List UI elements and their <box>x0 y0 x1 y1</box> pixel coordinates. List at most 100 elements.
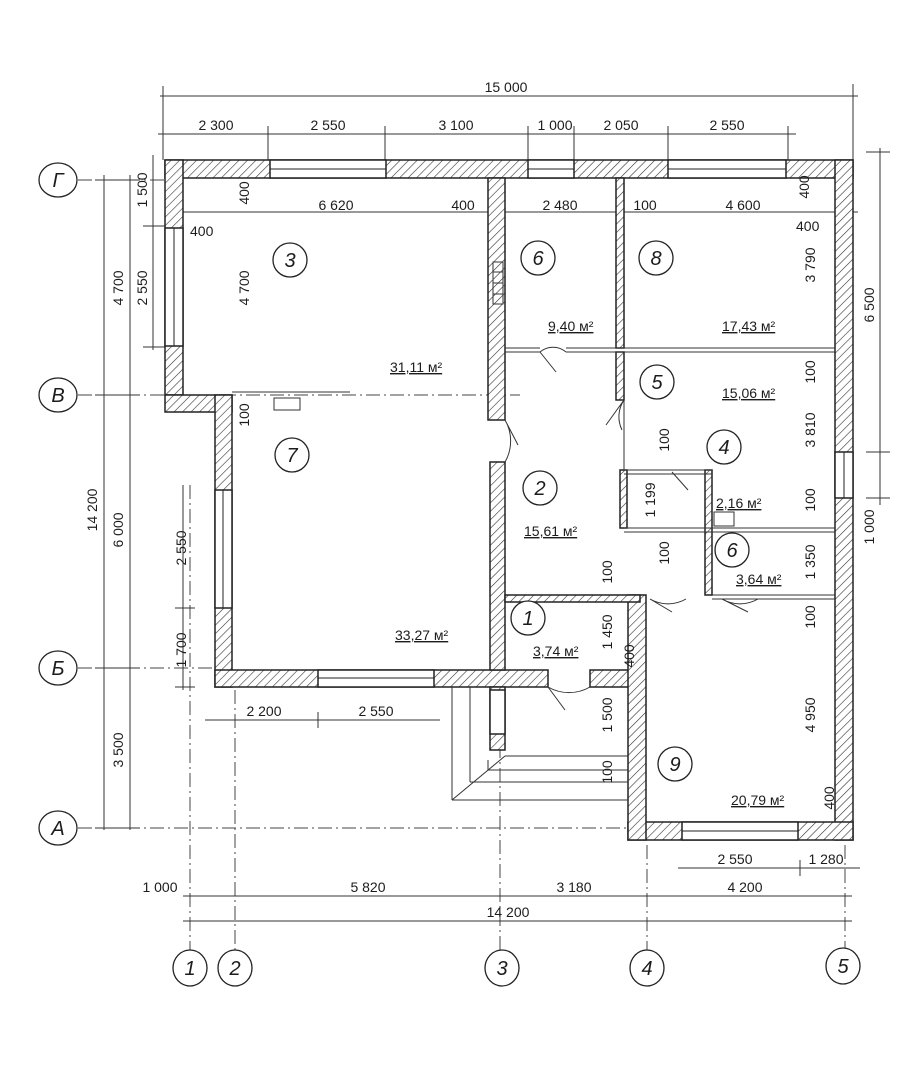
svg-text:1: 1 <box>184 958 195 980</box>
svg-text:1: 1 <box>522 608 533 630</box>
svg-text:4 700: 4 700 <box>236 270 252 305</box>
svg-text:2,16 м²: 2,16 м² <box>716 495 762 511</box>
svg-text:20,79 м²: 20,79 м² <box>731 792 785 808</box>
svg-text:3: 3 <box>284 250 295 272</box>
wall-room1-top <box>504 594 641 603</box>
stove-icon <box>273 397 301 411</box>
svg-text:6 000: 6 000 <box>110 512 126 547</box>
svg-text:100: 100 <box>236 403 252 427</box>
svg-text:4 700: 4 700 <box>110 270 126 305</box>
axis-marker-5: 5 <box>825 947 861 985</box>
axis-marker-v: В <box>38 377 78 413</box>
svg-text:8: 8 <box>650 248 661 270</box>
svg-text:2 550: 2 550 <box>134 270 150 305</box>
room-4: 4 2,16 м² <box>706 429 762 511</box>
svg-text:5 820: 5 820 <box>350 879 385 895</box>
svg-text:400: 400 <box>796 175 812 199</box>
boiler-icon <box>713 511 735 527</box>
svg-text:100: 100 <box>599 560 615 584</box>
wall-interior-3 <box>487 177 506 421</box>
svg-text:1 000: 1 000 <box>861 509 877 544</box>
svg-text:В: В <box>51 385 64 407</box>
partitions <box>232 347 835 600</box>
room-7: 7 33,27 м² <box>274 437 449 643</box>
svg-text:1 000: 1 000 <box>537 117 572 133</box>
svg-text:2 300: 2 300 <box>198 117 233 133</box>
svg-text:4 950: 4 950 <box>802 697 818 732</box>
axis-marker-2: 2 <box>217 949 253 987</box>
wall-room5-left <box>615 351 625 401</box>
porch-steps <box>451 687 628 801</box>
svg-text:1 280: 1 280 <box>808 851 843 867</box>
svg-text:400: 400 <box>451 197 475 213</box>
svg-text:А: А <box>50 818 64 840</box>
room-6-lower: 6 3,64 м² <box>714 532 782 587</box>
room-3: 3 31,11 м² <box>272 242 443 375</box>
svg-text:2 550: 2 550 <box>709 117 744 133</box>
axis-marker-1: 1 <box>172 949 208 987</box>
svg-text:17,43 м²: 17,43 м² <box>722 318 776 334</box>
svg-text:1 500: 1 500 <box>599 697 615 732</box>
svg-text:9: 9 <box>669 754 680 776</box>
svg-text:100: 100 <box>599 760 615 784</box>
svg-text:2 550: 2 550 <box>173 530 189 565</box>
svg-text:100: 100 <box>802 605 818 629</box>
svg-text:100: 100 <box>802 360 818 384</box>
svg-text:33,27 м²: 33,27 м² <box>395 627 449 643</box>
svg-text:1 000: 1 000 <box>142 879 177 895</box>
svg-text:3 810: 3 810 <box>802 412 818 447</box>
svg-text:2 550: 2 550 <box>358 703 393 719</box>
room-6-upper: 6 9,40 м² <box>520 240 594 334</box>
room-1: 1 3,74 м² <box>510 600 579 659</box>
svg-text:4 600: 4 600 <box>725 197 760 213</box>
svg-text:6: 6 <box>532 248 544 270</box>
window-entry <box>489 689 506 735</box>
svg-text:2: 2 <box>228 958 240 980</box>
doors <box>504 346 759 711</box>
axis-grid <box>78 179 846 950</box>
svg-text:100: 100 <box>802 488 818 512</box>
svg-text:2 050: 2 050 <box>603 117 638 133</box>
svg-text:Б: Б <box>51 658 64 680</box>
svg-text:5: 5 <box>837 956 849 978</box>
svg-text:1 450: 1 450 <box>599 614 615 649</box>
room-5: 5 15,06 м² <box>639 364 776 401</box>
svg-text:9,40 м²: 9,40 м² <box>548 318 594 334</box>
svg-text:3: 3 <box>496 958 507 980</box>
room-9: 9 20,79 м² <box>657 746 785 808</box>
room-2: 2 15,61 м² <box>522 470 578 539</box>
axis-marker-b: Б <box>38 650 78 686</box>
svg-text:2 550: 2 550 <box>310 117 345 133</box>
svg-text:3,64 м²: 3,64 м² <box>736 571 782 587</box>
svg-text:15,61 м²: 15,61 м² <box>524 523 578 539</box>
svg-text:2 480: 2 480 <box>542 197 577 213</box>
svg-text:5: 5 <box>651 372 663 394</box>
room-labels: 3 31,11 м² 6 9,40 м² 8 17,43 м² 5 15,06 … <box>272 240 785 808</box>
wall-room4-left <box>619 469 628 529</box>
dim-overall-top: 15 000 <box>485 79 528 95</box>
svg-text:100: 100 <box>633 197 657 213</box>
wall-room6-8 <box>615 177 625 349</box>
room-8: 8 17,43 м² <box>638 240 776 334</box>
svg-text:2 550: 2 550 <box>717 851 752 867</box>
windows <box>164 159 854 841</box>
svg-text:3 790: 3 790 <box>802 247 818 282</box>
svg-text:400: 400 <box>796 218 820 234</box>
svg-text:1 700: 1 700 <box>173 632 189 667</box>
outer-wall-right <box>834 159 854 841</box>
svg-text:3 180: 3 180 <box>556 879 591 895</box>
svg-text:14 200: 14 200 <box>84 488 100 531</box>
svg-text:400: 400 <box>621 644 637 668</box>
svg-text:6 620: 6 620 <box>318 197 353 213</box>
svg-text:100: 100 <box>656 541 672 565</box>
svg-text:15,06 м²: 15,06 м² <box>722 385 776 401</box>
svg-text:3 500: 3 500 <box>110 732 126 767</box>
wall-interior-3-lower <box>489 461 506 671</box>
svg-text:4: 4 <box>718 437 729 459</box>
svg-text:1 199: 1 199 <box>642 482 658 517</box>
dimension-texts: 15 000 2 300 2 550 3 100 1 000 2 050 2 5… <box>84 79 877 920</box>
wall-room9-left <box>627 594 647 841</box>
svg-text:14 200: 14 200 <box>487 904 530 920</box>
svg-text:400: 400 <box>190 223 214 239</box>
